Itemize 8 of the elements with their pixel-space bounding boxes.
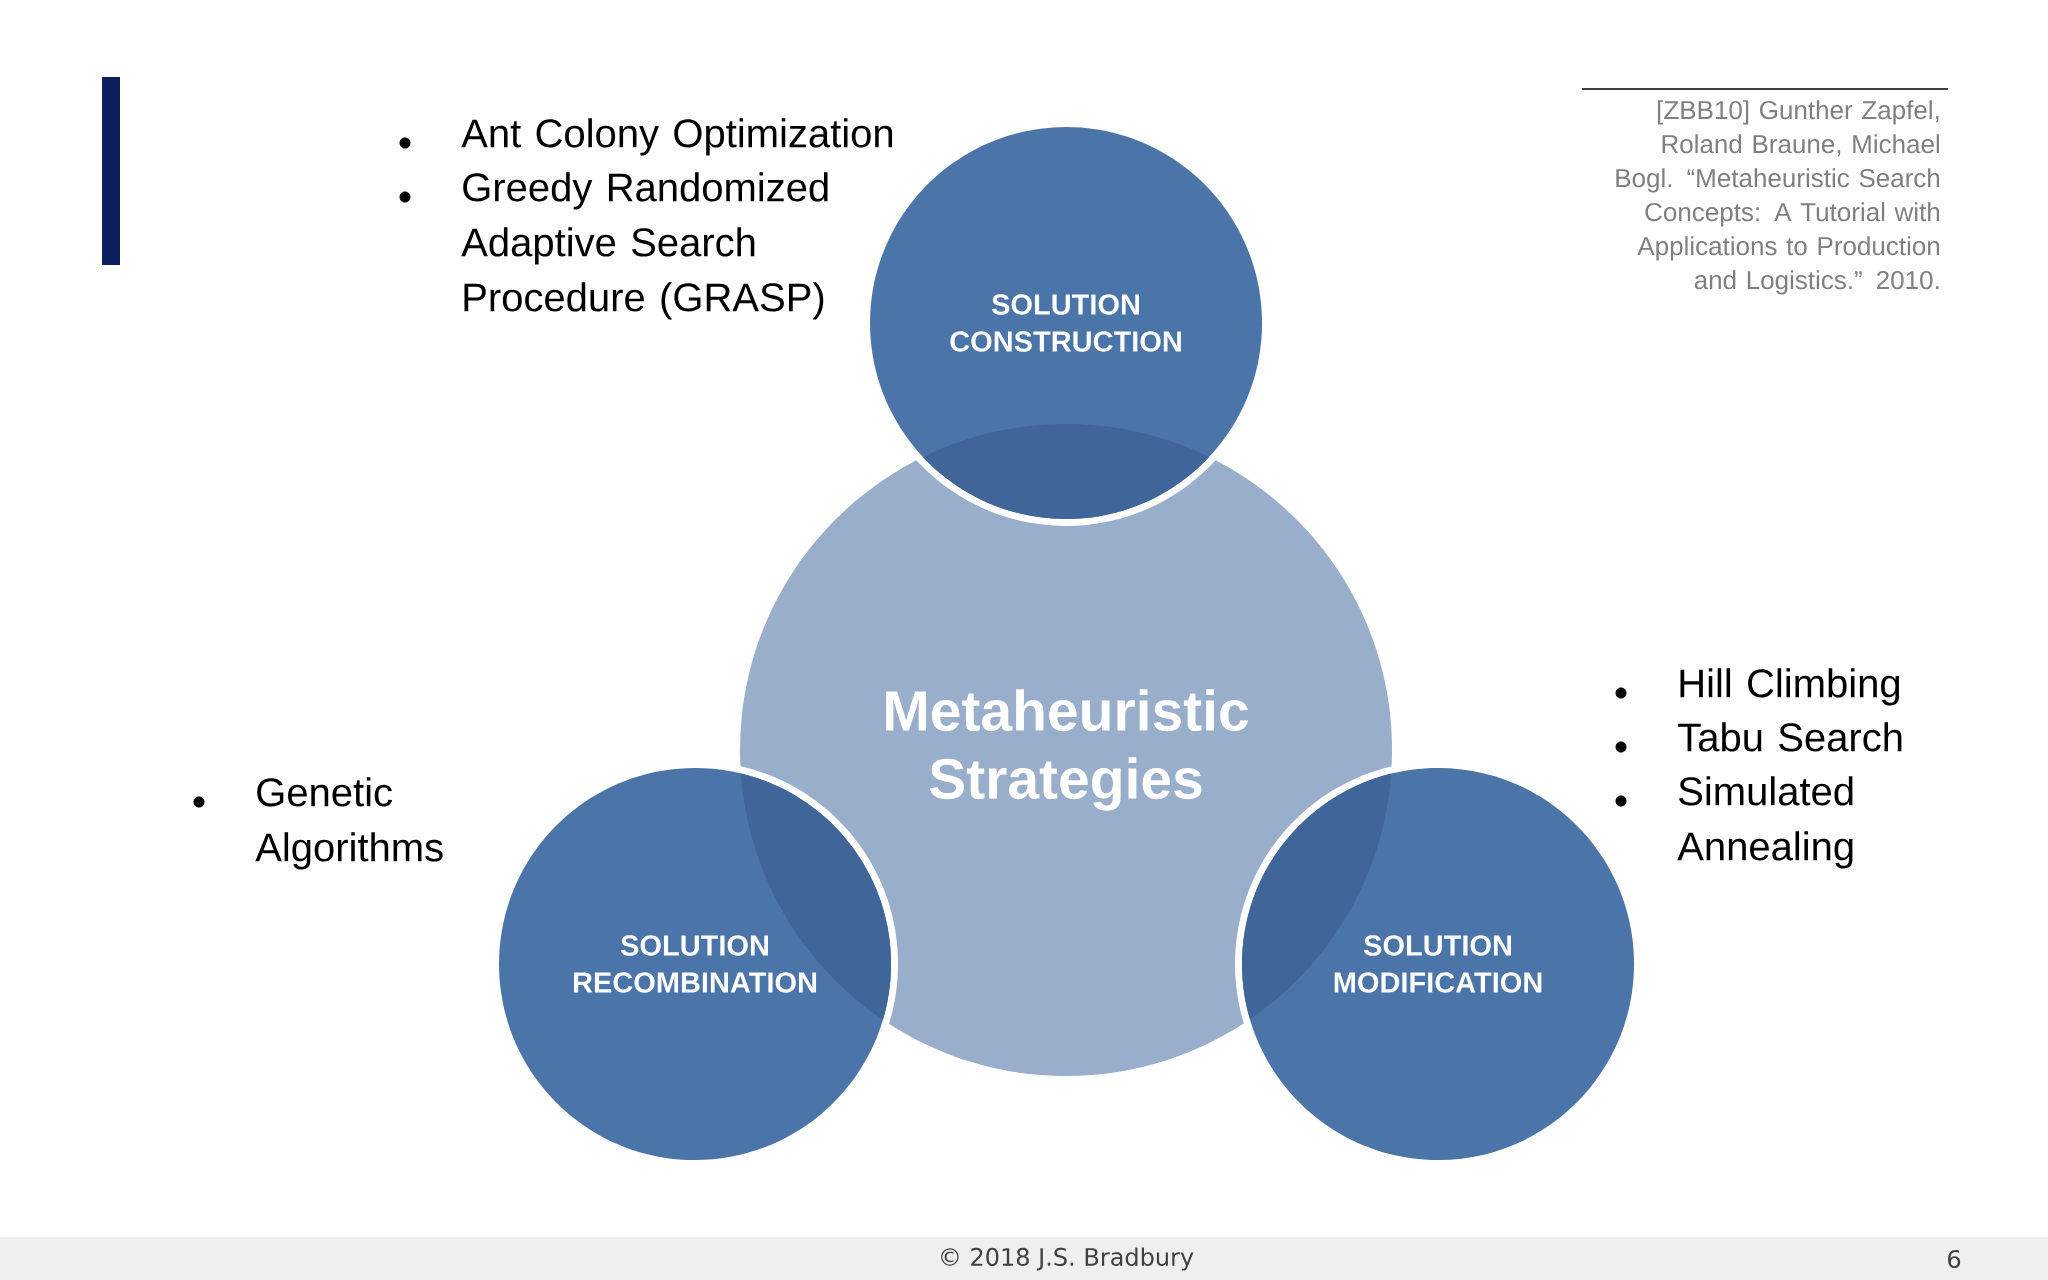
- list-item: Genetic Algorithms: [255, 777, 443, 870]
- reference-note: [ZBB10] Gunther Zapfel, Roland Braune, Michael Bogl. “Metaheuristic Search Concepts: A Tutorial with Applications to Production and Logistics.” 2010.: [1616, 100, 1940, 295]
- list-item: Hill Climbing: [1680, 668, 1900, 706]
- page-number: 6: [1948, 1249, 1961, 1269]
- copyright-text: © 2018 J.S. Bradbury: [941, 1247, 1194, 1271]
- list-item: Greedy Randomized Adaptive Search Procedure (GRASP): [461, 172, 828, 320]
- list-item: Tabu Search: [1678, 722, 1902, 752]
- node-label: SOLUTION CONSTRUCTION: [950, 294, 1181, 352]
